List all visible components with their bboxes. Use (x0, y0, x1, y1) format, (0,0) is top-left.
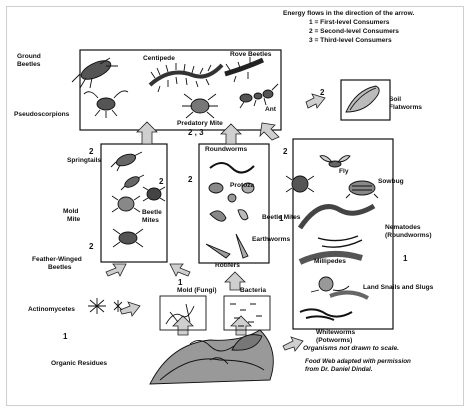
credit-line-2: from Dr. Daniel Dindal. (305, 366, 411, 374)
level-left-low: 2 (89, 243, 93, 251)
level-flatworm: 2 (320, 89, 324, 97)
label-mold-mite-1: Mold (63, 209, 78, 216)
arrow-residues-bacteria (231, 316, 251, 335)
arrow-right-up (260, 123, 279, 140)
level-top-23: 2 , 3 (188, 129, 204, 137)
level-left-mid: 2 (159, 178, 163, 186)
label-mold-mite-2: Mite (67, 217, 80, 224)
sowbug-sketch (346, 181, 378, 198)
label-feather-winged-1: Feather-Winged (32, 257, 82, 264)
label-nematodes-1: Nematodes (385, 225, 421, 232)
label-protozoa: Protoza (230, 183, 254, 190)
label-bacteria: Bacteria (240, 288, 266, 295)
label-whiteworms-1: Whiteworms (316, 330, 355, 337)
label-earthworms: Earthworms (252, 237, 290, 244)
legend-item-second-level: 2 = Second-level Consumers (283, 27, 414, 36)
level-mold-1: 1 (178, 279, 182, 287)
earthworm-sketch (300, 206, 374, 228)
springtail-sketch-2 (121, 175, 144, 190)
label-springtails: Springtails (67, 158, 101, 165)
feather-winged-beetle-sketch (113, 229, 143, 247)
credit-line-1: Food Web adapted with permission (305, 358, 411, 366)
label-feather-winged-2: Beetles (48, 265, 71, 272)
level-actino-1: 1 (63, 333, 67, 341)
beetle-mite-left-sketch (143, 187, 165, 201)
ground-beetle-sketch (72, 57, 118, 88)
whiteworm-sketch (300, 309, 352, 320)
label-sowbug: Sowbug (378, 179, 404, 186)
springtail-sketch (111, 152, 142, 171)
pseudoscorpion-sketch (84, 91, 128, 118)
credit-note: Food Web adapted with permission from Dr… (305, 358, 411, 373)
nematode-sketch (318, 236, 362, 247)
arrow-mid-up (221, 124, 241, 144)
label-pseudoscorpions: Pseudoscorpions (14, 112, 69, 119)
label-centipede: Centipede (143, 56, 175, 63)
label-roundworms: Roundworms (205, 147, 247, 154)
label-soil-flatworms-1: Soil (389, 97, 401, 104)
predatory-mite-sketch (182, 94, 218, 118)
mold-mite-sketch (112, 196, 140, 212)
label-rove-beetles: Rove Beetles (230, 52, 271, 59)
actinomycetes-sketch (88, 298, 122, 314)
legend: Energy flows in the direction of the arr… (283, 9, 414, 45)
arrow-rotifers-mold (170, 264, 190, 276)
slug-sketch (330, 292, 368, 298)
roundworm-sketch (210, 163, 254, 173)
label-predatory-mite: Predatory Mite (177, 121, 223, 128)
ant-sketch (240, 84, 278, 108)
label-beetle-mites-left-1: Beetle (142, 210, 162, 217)
arrow-residues-right (283, 337, 303, 351)
beetle-mite-mid-sketch (286, 176, 314, 192)
label-beetle-mites-left-2: Mites (142, 218, 159, 225)
legend-item-third-level: 3 = Third-level Consumers (283, 36, 414, 45)
label-soil-flatworms-2: Flatworms (389, 105, 422, 112)
label-whiteworms-2: (Potworms) (316, 338, 352, 345)
legend-heading: Energy flows in the direction of the arr… (283, 9, 414, 18)
label-land-snails-slugs: Land Snails and Slugs (363, 285, 433, 292)
label-ground-beetles-1: Ground (17, 54, 41, 61)
arrow-actino (120, 302, 140, 316)
rove-beetle-sketch (225, 57, 263, 82)
label-mold-fungi: Mold (Fungi) (177, 288, 217, 295)
label-ant: Ant (265, 107, 276, 114)
legend-item-first-level: 1 = First-level Consumers (283, 18, 414, 27)
label-ground-beetles-2: Beetles (17, 62, 40, 69)
label-nematodes-2: (Roundworms) (385, 233, 432, 240)
rotifer-sketch (206, 234, 248, 258)
level-mid: 2 (188, 176, 192, 184)
level-right-1: 1 (279, 215, 283, 223)
label-rotifers: Rotifers (215, 263, 240, 270)
organic-residues-sketch (150, 330, 273, 384)
fly-sketch (320, 156, 350, 167)
protozoa-cluster-sketch (210, 210, 248, 222)
label-millipedes: Millipedes (314, 259, 346, 266)
scale-note: Organisms not drawn to scale. (303, 346, 399, 353)
snail-sketch (311, 277, 349, 292)
label-organic-residues: Organic Residues (51, 361, 107, 368)
level-right: 2 (283, 148, 287, 156)
level-left-top: 2 (89, 148, 93, 156)
arrow-left-down (106, 264, 126, 276)
centipede-sketch (150, 63, 222, 92)
label-actinomycetes: Actinomycetes (28, 307, 75, 314)
flatworm-sketch (346, 86, 379, 112)
label-fly: Fly (339, 169, 349, 176)
level-nematode-1: 1 (403, 255, 407, 263)
arrow-left-up (137, 122, 157, 144)
